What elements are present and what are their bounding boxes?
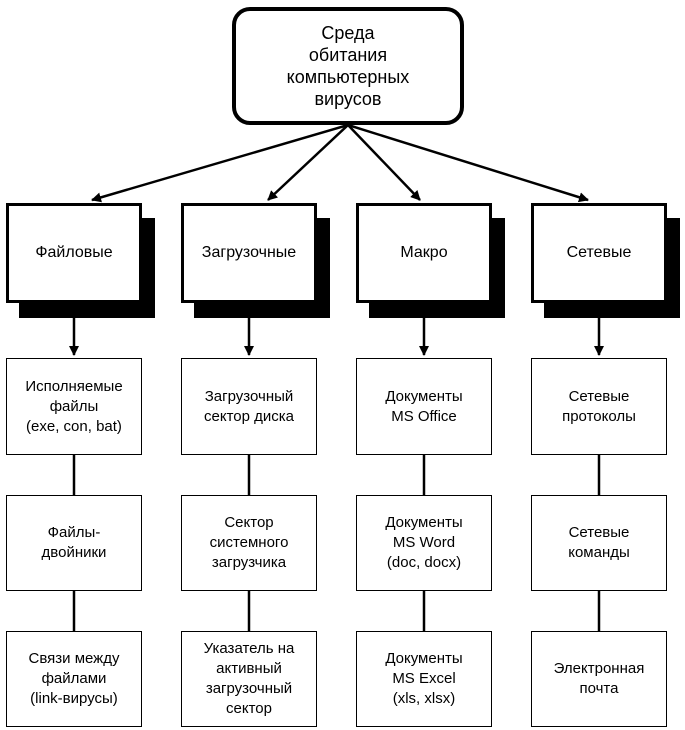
leaf-label: Сетевые команды (568, 524, 630, 561)
leaf-label: Связи между файлами (link-вирусы) (28, 650, 120, 707)
leaf-node: Загрузочный сектор диска (181, 358, 317, 455)
leaf-node: Сетевые протоколы (531, 358, 667, 455)
leaf-node: Указатель на активный загрузочный сектор (181, 631, 317, 727)
root-node: Среда обитания компьютерных вирусов (232, 7, 464, 125)
leaf-label: Документы MS Word (doc, docx) (385, 514, 463, 571)
leaf-node: Документы MS Excel (xls, xlsx) (356, 631, 492, 727)
category-label: Сетевые (566, 244, 632, 261)
leaf-node: Исполняемые файлы (exe, con, bat) (6, 358, 142, 455)
leaf-node: Сетевые команды (531, 495, 667, 591)
arrow-root-to-setevye (347, 123, 589, 203)
category-makro: Макро (356, 203, 492, 303)
arrow-root-to-fajlovye (91, 123, 349, 203)
leaf-node: Документы MS Office (356, 358, 492, 455)
leaf-label: Документы MS Office (385, 387, 463, 425)
leaf-label: Указатель на активный загрузочный сектор (203, 640, 295, 717)
leaf-label: Документы MS Excel (xls, xlsx) (385, 650, 463, 707)
category-zagruzochnye: Загрузочные (181, 203, 317, 303)
root-label: Среда обитания компьютерных вирусов (286, 23, 410, 109)
category-label: Файловые (35, 244, 113, 261)
leaf-node: Связи между файлами (link-вирусы) (6, 631, 142, 727)
leaf-node: Сектор системного загрузчика (181, 495, 317, 591)
category-label: Макро (400, 244, 448, 261)
leaf-label: Электронная почта (553, 660, 645, 697)
leaf-label: Сетевые протоколы (562, 387, 636, 425)
arrow-root-to-zagruzochnye (267, 124, 349, 201)
leaf-label: Исполняемые файлы (exe, con, bat) (25, 377, 123, 435)
category-fajlovye: Файловые (6, 203, 142, 303)
leaf-label: Загрузочный сектор диска (204, 387, 294, 425)
leaf-node: Документы MS Word (doc, docx) (356, 495, 492, 591)
category-setevye: Сетевые (531, 203, 667, 303)
leaf-node: Электронная почта (531, 631, 667, 727)
arrow-root-to-makro (347, 124, 421, 201)
leaf-label: Файлы- двойники (41, 524, 107, 561)
leaf-node: Файлы- двойники (6, 495, 142, 591)
leaf-label: Сектор системного загрузчика (209, 514, 289, 571)
category-label: Загрузочные (201, 244, 297, 261)
